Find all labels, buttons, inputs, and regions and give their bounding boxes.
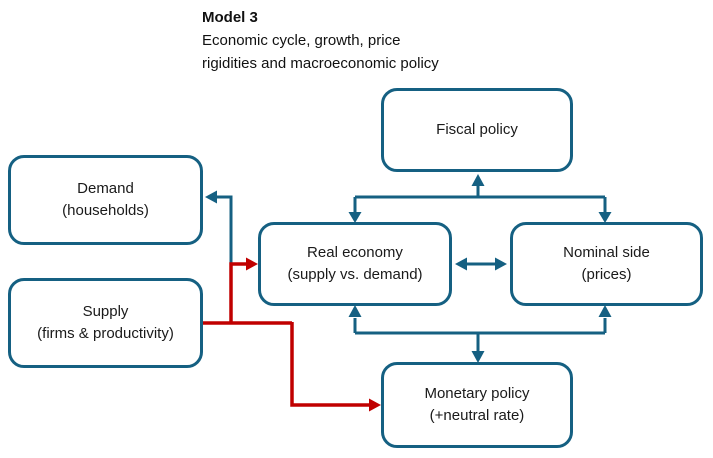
arrow-real-to-demand xyxy=(205,190,233,264)
node-nominal-side-label-line1: Nominal side xyxy=(563,244,650,261)
diagram-subtitle-line1: Economic cycle, growth, price xyxy=(202,32,401,49)
node-real-economy-label-line2: (supply vs. demand) xyxy=(287,266,423,283)
arrow-fiscal-real-nominal xyxy=(348,174,612,223)
node-nominal-side-label-line2: (prices) xyxy=(581,266,632,283)
arrow-real-nominal xyxy=(455,257,507,271)
diagram-title: Model 3 Economic cycle, growth, price ri… xyxy=(202,6,439,75)
node-monetary-policy: Monetary policy (+neutral rate) xyxy=(381,362,573,448)
node-nominal-side: Nominal side (prices) xyxy=(510,222,703,306)
node-real-economy-label-line1: Real economy xyxy=(307,244,403,261)
node-monetary-policy-label-line1: Monetary policy xyxy=(424,385,530,402)
node-real-economy: Real economy (supply vs. demand) xyxy=(258,222,452,306)
node-supply-label-line2: (firms & productivity) xyxy=(37,325,174,342)
node-fiscal-policy: Fiscal policy xyxy=(381,88,573,172)
node-supply-label-line1: Supply xyxy=(82,303,129,320)
arrow-supply-to-real xyxy=(203,257,292,325)
node-demand-label-line1: Demand xyxy=(77,180,134,197)
node-demand-label-line2: (households) xyxy=(62,202,149,219)
diagram-title-heading: Model 3 xyxy=(202,9,258,26)
arrow-supply-to-monetary xyxy=(290,322,381,412)
diagram-subtitle-line2: rigidities and macroeconomic policy xyxy=(202,55,439,72)
node-demand: Demand (households) xyxy=(8,155,203,245)
node-fiscal-policy-label: Fiscal policy xyxy=(436,121,518,138)
node-supply: Supply (firms & productivity) xyxy=(8,278,203,368)
node-monetary-policy-label-line2: (+neutral rate) xyxy=(429,407,525,424)
arrow-monetary-real-nominal xyxy=(348,305,612,363)
